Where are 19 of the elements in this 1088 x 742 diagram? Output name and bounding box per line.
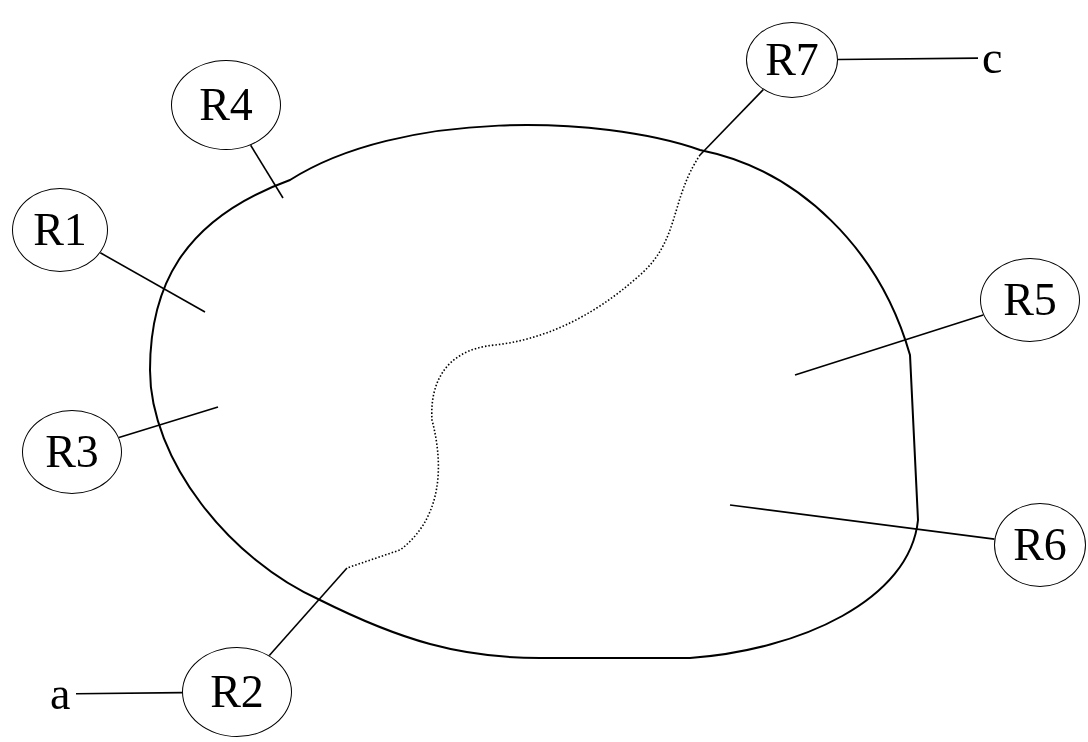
connector-line — [837, 57, 979, 61]
router-node: R7 — [746, 22, 838, 98]
leader-line — [249, 144, 284, 199]
connector-line — [75, 691, 183, 695]
router-node: R5 — [980, 258, 1080, 342]
leader-line — [729, 504, 996, 540]
router-node: R4 — [171, 60, 281, 150]
leader-line — [268, 567, 348, 657]
leader-line — [118, 406, 219, 439]
leader-line — [699, 88, 765, 156]
router-node: R2 — [182, 647, 292, 737]
leader-line — [99, 252, 206, 313]
leader-line — [794, 314, 985, 376]
router-node: R1 — [12, 188, 108, 272]
router-node: R6 — [994, 503, 1086, 587]
region-outline — [149, 124, 919, 659]
router-node: R3 — [22, 410, 122, 494]
node-label: c — [982, 35, 1003, 81]
node-label: a — [50, 671, 71, 717]
